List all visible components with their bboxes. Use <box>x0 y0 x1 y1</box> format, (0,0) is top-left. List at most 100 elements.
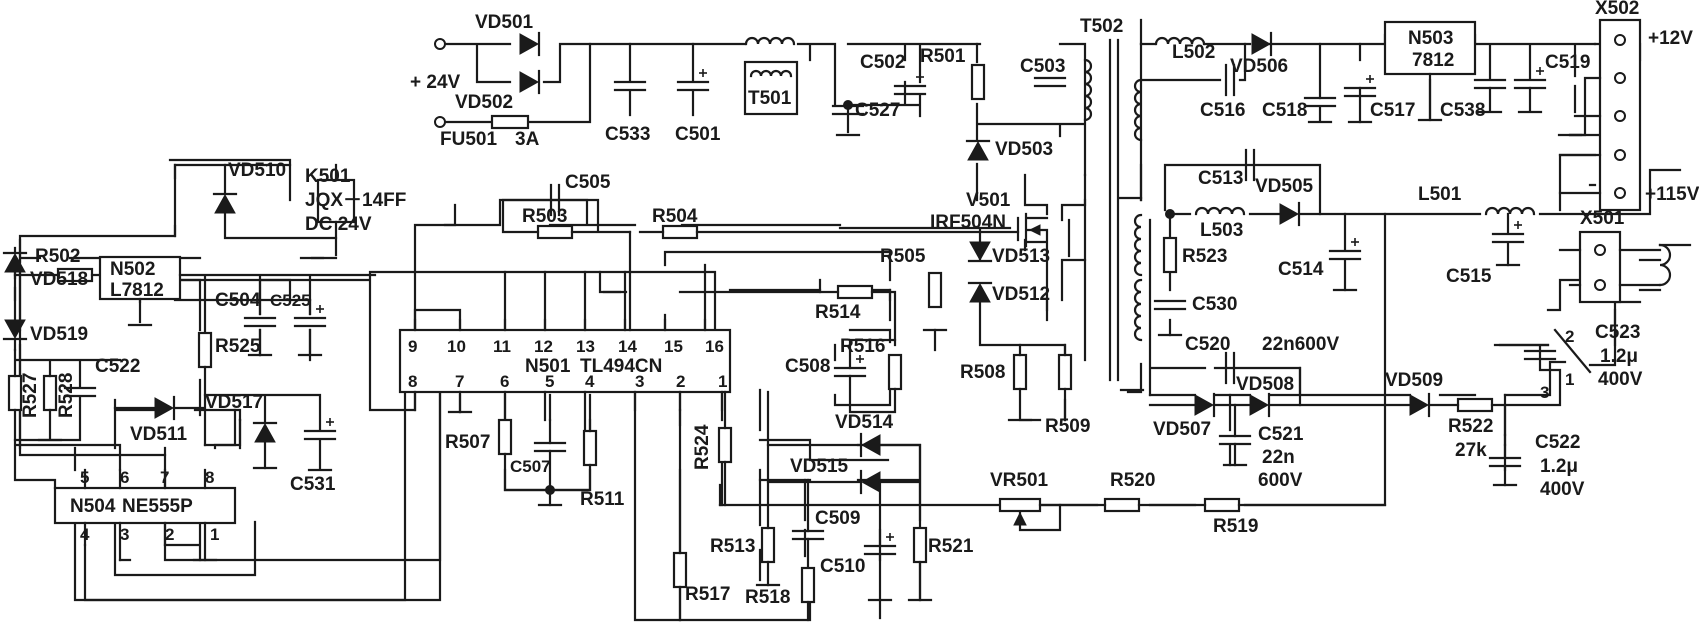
c525-label: C525 <box>270 291 311 310</box>
r503-label: R503 <box>522 206 567 227</box>
n501-label: N501 <box>525 356 571 377</box>
switch-pin-1: 1 <box>1565 370 1574 389</box>
c519-label: C519 <box>1545 52 1590 73</box>
r519-label: R519 <box>1213 516 1258 537</box>
c503-label: C503 <box>1020 56 1065 77</box>
c520-label: C520 <box>1185 334 1230 355</box>
c522-label: C522 <box>95 356 140 377</box>
n504-pin-2: 2 <box>165 525 174 544</box>
r522-value-label: 27k <box>1455 440 1487 461</box>
n504-pin-7: 7 <box>160 468 169 487</box>
output-115v-label: +115V <box>1645 184 1699 205</box>
n501-pin-15: 15 <box>664 337 683 356</box>
vd515-label: VD515 <box>790 456 849 477</box>
n504-pin-4: 4 <box>80 525 90 544</box>
c507-label: C507 <box>510 457 551 476</box>
c514-label: C514 <box>1278 259 1324 280</box>
c523-value-label: 1.2μ <box>1600 346 1638 367</box>
r502-label: R502 <box>35 246 80 267</box>
c531-label: C531 <box>290 474 336 495</box>
c527-label: C527 <box>855 100 900 121</box>
c509-label: C509 <box>815 508 860 529</box>
vd507-label: VD507 <box>1153 419 1211 440</box>
r517-label: R517 <box>685 584 730 605</box>
vd514-label: VD514 <box>835 412 894 433</box>
relay-model-label: JQX－14FF <box>305 190 406 211</box>
output-12v-label: +12V <box>1648 28 1693 49</box>
fuse-rating-label: 3A <box>515 129 540 150</box>
c530-label: C530 <box>1192 294 1237 315</box>
vd502-label: VD502 <box>455 92 513 113</box>
n501-pin-14: 14 <box>618 337 637 356</box>
switch-pin-3: 3 <box>1540 383 1549 402</box>
c522-value-label: 1.2μ <box>1540 456 1578 477</box>
n502-label: N502 <box>110 259 155 280</box>
r524-label: R524 <box>692 424 713 470</box>
c538-label: C538 <box>1440 100 1485 121</box>
n501-pin-7: 7 <box>455 372 464 391</box>
c522-main-label: C522 <box>1535 432 1580 453</box>
vd503-label: VD503 <box>995 139 1053 160</box>
c523-voltage-label: 400V <box>1598 369 1643 390</box>
n504-label: N504 <box>70 496 116 517</box>
l503-label: L503 <box>1200 220 1243 241</box>
x501-label: X501 <box>1580 208 1625 229</box>
r513-label: R513 <box>710 536 755 557</box>
n503-type-label: 7812 <box>1412 50 1454 71</box>
r511-label: R511 <box>580 489 625 510</box>
r507-label: R507 <box>445 432 490 453</box>
n501-type-label: TL494CN <box>580 356 662 377</box>
vd517-label: VD517 <box>205 392 263 413</box>
n501-pin-9: 9 <box>408 337 417 356</box>
vd510-label: VD510 <box>228 160 286 181</box>
c505-label: C505 <box>565 172 611 193</box>
r504-label: R504 <box>652 206 698 227</box>
c516-label: C516 <box>1200 100 1245 121</box>
n501-pin-11: 11 <box>493 337 511 356</box>
c523-label: C523 <box>1595 322 1640 343</box>
r523-label: R523 <box>1182 246 1227 267</box>
r522-label: R522 <box>1448 416 1493 437</box>
c513-label: C513 <box>1198 168 1243 189</box>
c521-voltage-label: 600V <box>1258 470 1303 491</box>
t502-label: T502 <box>1080 16 1123 37</box>
r524-label-group: R524 <box>692 424 713 470</box>
v501-label: V501 <box>966 190 1011 211</box>
n504-type-label: NE555P <box>122 496 193 517</box>
c518-label: C518 <box>1262 100 1307 121</box>
c522-voltage-label: 400V <box>1540 479 1585 500</box>
input-voltage-label: + 24V <box>410 72 461 93</box>
vd519-label: VD519 <box>30 324 88 345</box>
c533-label: C533 <box>605 124 650 145</box>
n501-pin-8: 8 <box>408 372 417 391</box>
n501-pin-12: 12 <box>534 337 553 356</box>
irf504n-label: IRF504N <box>930 212 1006 233</box>
n501-pin-13: 13 <box>576 337 595 356</box>
c508-label: C508 <box>785 356 830 377</box>
n502-type-label: L7812 <box>110 280 164 301</box>
n501-pin-16: 16 <box>705 337 724 356</box>
r508-label: R508 <box>960 362 1005 383</box>
r518-label: R518 <box>745 587 790 608</box>
k501-label: K501 <box>305 166 351 187</box>
r528-label: R528 <box>56 373 77 418</box>
n501-pin-6: 6 <box>500 372 509 391</box>
r521-label: R521 <box>928 536 974 557</box>
n503-label: N503 <box>1408 28 1453 49</box>
c521-label: C521 <box>1258 424 1304 445</box>
r527-label-group: R527 <box>20 373 41 418</box>
vd513-label: VD513 <box>992 246 1050 267</box>
n504-pin-3: 3 <box>120 525 129 544</box>
n504-pin-5: 5 <box>80 468 89 487</box>
vr501-label: VR501 <box>990 470 1049 491</box>
x502-label: X502 <box>1595 0 1639 19</box>
n501-pin-4: 4 <box>585 372 595 391</box>
c504-label: C504 <box>215 290 261 311</box>
component-bodies <box>2 18 1672 622</box>
n504-pin-8: 8 <box>205 468 214 487</box>
vd506-label: VD506 <box>1230 56 1288 77</box>
r525-label: R525 <box>215 336 261 357</box>
r501-label: R501 <box>920 46 966 67</box>
r516-label: R516 <box>840 336 885 357</box>
